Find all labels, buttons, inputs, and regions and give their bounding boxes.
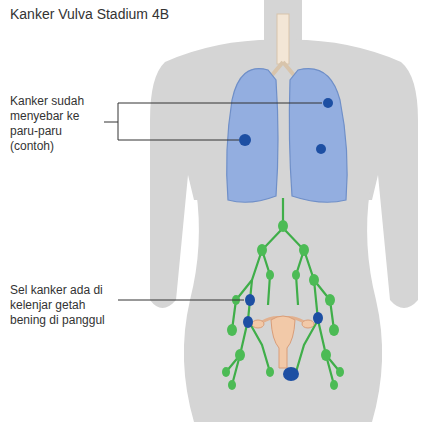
callout-label: Sel kanker ada di kelenjar getah bening … <box>10 283 112 328</box>
diagram-title: Kanker Vulva Stadium 4B <box>10 6 169 23</box>
leader-line <box>104 103 322 300</box>
callout-label: Kanker sudah menyebar ke paru-paru (cont… <box>10 94 102 154</box>
lymph-vessels <box>226 198 340 385</box>
body-silhouette <box>150 0 418 422</box>
cancer-node <box>243 294 323 381</box>
uterus <box>252 316 314 368</box>
lung-tumor <box>239 98 333 154</box>
lymph-node <box>222 220 344 390</box>
lungs <box>227 69 347 203</box>
trachea <box>268 14 298 80</box>
